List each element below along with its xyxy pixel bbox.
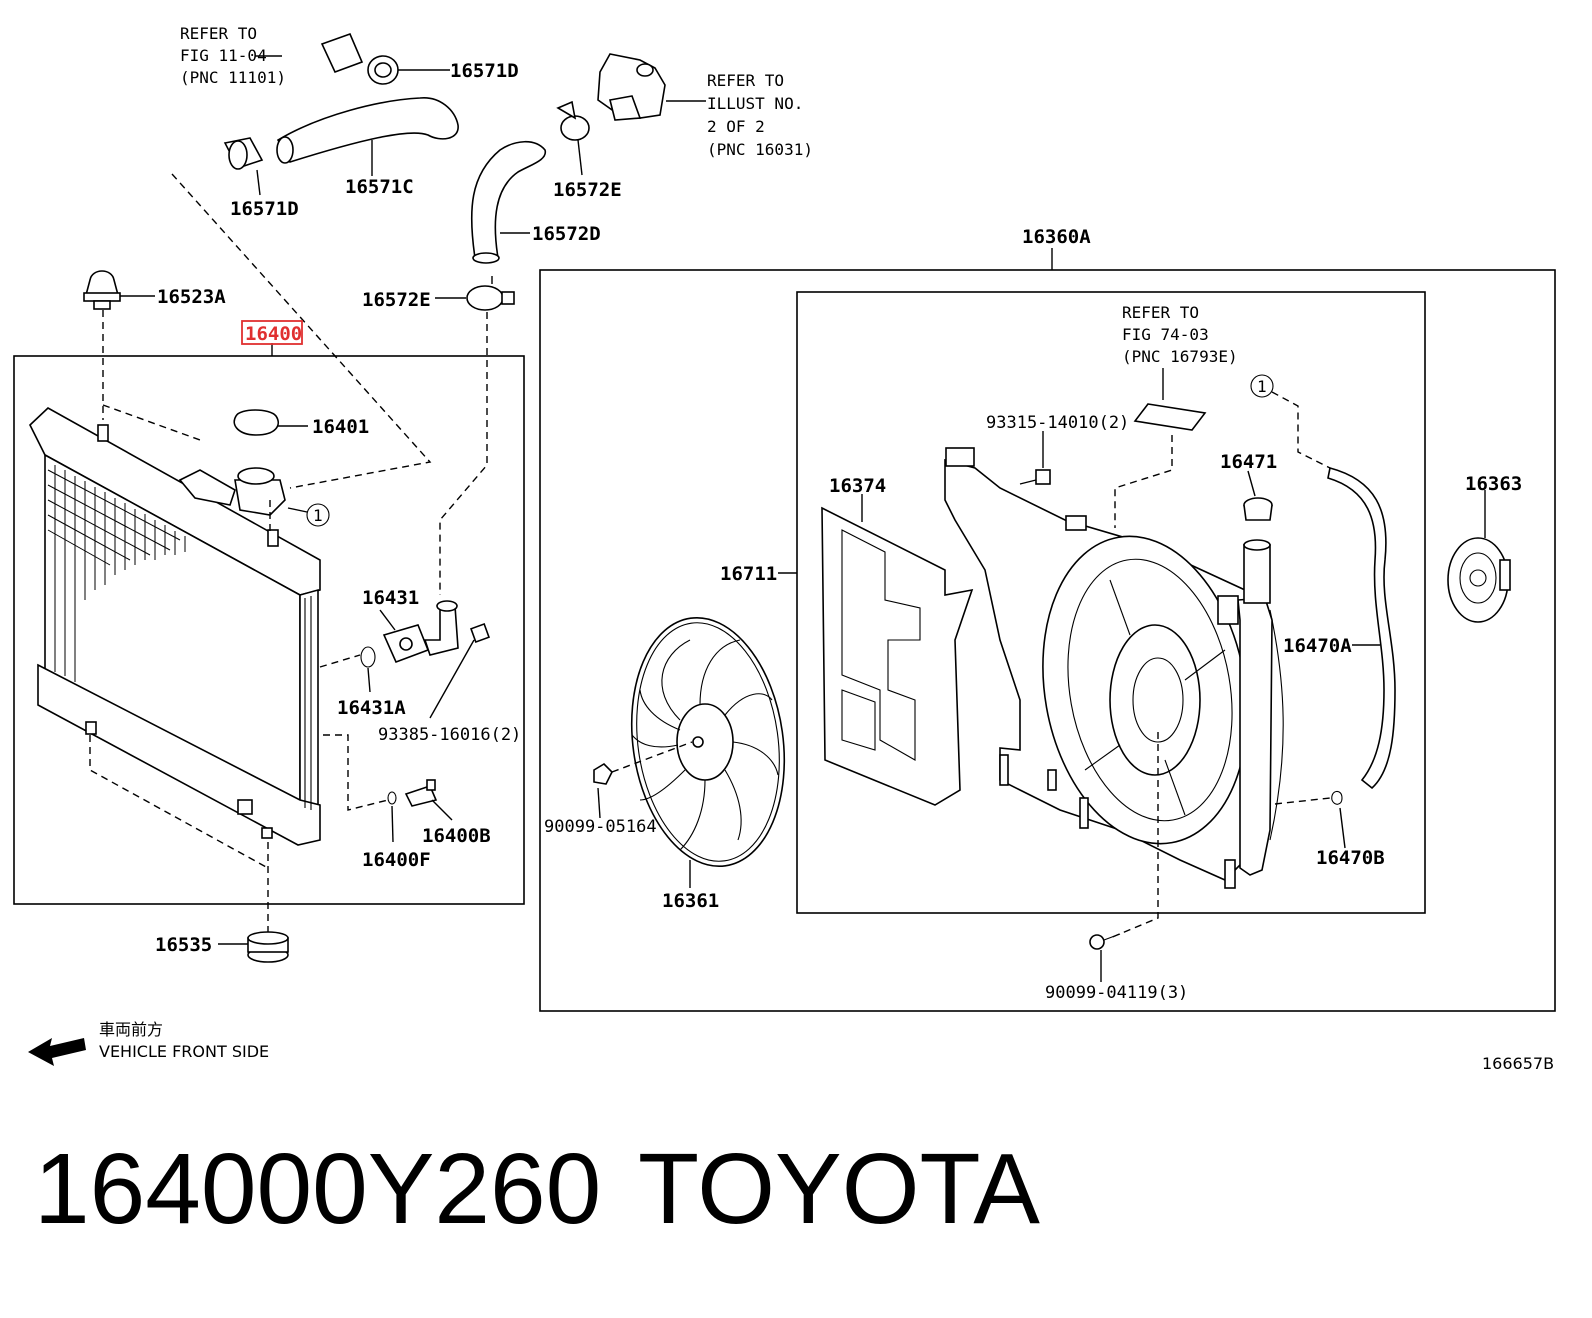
- label-16470B[interactable]: 16470B: [1316, 847, 1385, 869]
- svg-text:REFER TO: REFER TO: [180, 24, 257, 43]
- fan-blade: [593, 616, 786, 868]
- bolt-90099-04119: [1089, 933, 1121, 950]
- radiator-group-box: [13, 355, 525, 905]
- svg-text:REFER TO: REFER TO: [1122, 303, 1199, 322]
- part-number: 164000Y260: [34, 1133, 602, 1245]
- leader-lines-right: [597, 431, 1486, 982]
- drain-cock: [387, 779, 438, 807]
- reservoir-cap: [83, 270, 121, 310]
- outlet-pipe-16431: [360, 600, 490, 668]
- label-16711[interactable]: 16711: [720, 563, 777, 585]
- svg-text:FIG 74-03: FIG 74-03: [1122, 325, 1209, 344]
- svg-text:(PNC 16031): (PNC 16031): [707, 140, 813, 159]
- label-16572E-top[interactable]: 16572E: [553, 179, 622, 201]
- lower-mount: [247, 931, 289, 963]
- upper-hose-assembly: [223, 32, 666, 311]
- svg-text:ILLUST NO.: ILLUST NO.: [707, 94, 803, 113]
- label-16431A[interactable]: 16431A: [337, 697, 406, 719]
- shroud-seal: [821, 506, 974, 806]
- ref-circle-right-label: 1: [1257, 377, 1267, 396]
- brand-name: TOYOTA: [638, 1133, 1040, 1245]
- fan-group-outer-box: [539, 269, 1556, 1012]
- radiator-illustration: [29, 407, 321, 846]
- svg-text:(PNC 11101): (PNC 11101): [180, 68, 286, 87]
- label-16535[interactable]: 16535: [155, 934, 212, 956]
- fan-shroud: [944, 447, 1251, 889]
- refer-note-illust: REFER TO ILLUST NO. 2 OF 2 (PNC 16031): [707, 71, 813, 159]
- label-sticker: [1133, 403, 1207, 431]
- label-16400[interactable]: 16400: [245, 323, 302, 345]
- clip-16470B: [1331, 790, 1343, 805]
- fan-motor: [1447, 537, 1511, 623]
- label-16361[interactable]: 16361: [662, 890, 719, 912]
- label-16363[interactable]: 16363: [1465, 473, 1522, 495]
- label-93315-14010[interactable]: 93315-14010(2): [986, 413, 1129, 433]
- refer-note-fig1104: REFER TO FIG 11-04 (PNC 11101): [180, 24, 286, 87]
- leader-lines-left: [120, 55, 706, 945]
- svg-text:2 OF 2: 2 OF 2: [707, 117, 765, 136]
- overflow-hose: [1327, 467, 1396, 790]
- ref-circle-right: [1250, 374, 1274, 398]
- direction-jp: 車両前方: [99, 1020, 163, 1039]
- bolt-93315: [1019, 469, 1051, 485]
- label-16400B[interactable]: 16400B: [422, 825, 491, 847]
- label-16572E-mid[interactable]: 16572E: [362, 289, 431, 311]
- label-16401[interactable]: 16401: [312, 416, 369, 438]
- label-90099-05164[interactable]: 90099-05164: [544, 817, 657, 837]
- label-16571D-top[interactable]: 16571D: [450, 60, 519, 82]
- svg-text:FIG 11-04: FIG 11-04: [180, 46, 267, 65]
- label-16571C[interactable]: 16571C: [345, 176, 414, 198]
- label-16571D-left[interactable]: 16571D: [230, 198, 299, 220]
- gasket-16401: [233, 409, 280, 436]
- label-16374[interactable]: 16374: [829, 475, 886, 497]
- front-arrow-icon: [28, 1038, 86, 1066]
- label-16523A[interactable]: 16523A: [157, 286, 226, 308]
- svg-text:(PNC 16793E): (PNC 16793E): [1122, 347, 1238, 366]
- label-16360A[interactable]: 16360A: [1022, 226, 1091, 248]
- label-16400F[interactable]: 16400F: [362, 849, 431, 871]
- dashed-lines-right: [611, 391, 1331, 939]
- label-16471[interactable]: 16471: [1220, 451, 1277, 473]
- label-16572D[interactable]: 16572D: [532, 223, 601, 245]
- reservoir-cap-16471: [1243, 497, 1273, 521]
- label-93385-16016[interactable]: 93385-16016(2): [378, 725, 521, 745]
- highlight-16400: [241, 320, 303, 345]
- refer-note-fig7403: REFER TO FIG 74-03 (PNC 16793E): [1122, 303, 1238, 366]
- direction-en: VEHICLE FRONT SIDE: [99, 1042, 269, 1061]
- fan-shroud-inner-box: [796, 291, 1426, 914]
- dashed-lines-left: [89, 173, 488, 932]
- label-16431[interactable]: 16431: [362, 587, 419, 609]
- vehicle-front-indicator: 車両前方 VEHICLE FRONT SIDE: [28, 1020, 269, 1066]
- illustration-id: 166657B: [1482, 1054, 1554, 1073]
- label-90099-04119[interactable]: 90099-04119(3): [1045, 983, 1188, 1003]
- ref-circle-left-label: 1: [313, 506, 323, 525]
- label-16470A[interactable]: 16470A: [1283, 635, 1352, 657]
- ref-circle-left: [306, 503, 330, 527]
- svg-text:REFER TO: REFER TO: [707, 71, 784, 90]
- reservoir-tank: [1217, 539, 1284, 876]
